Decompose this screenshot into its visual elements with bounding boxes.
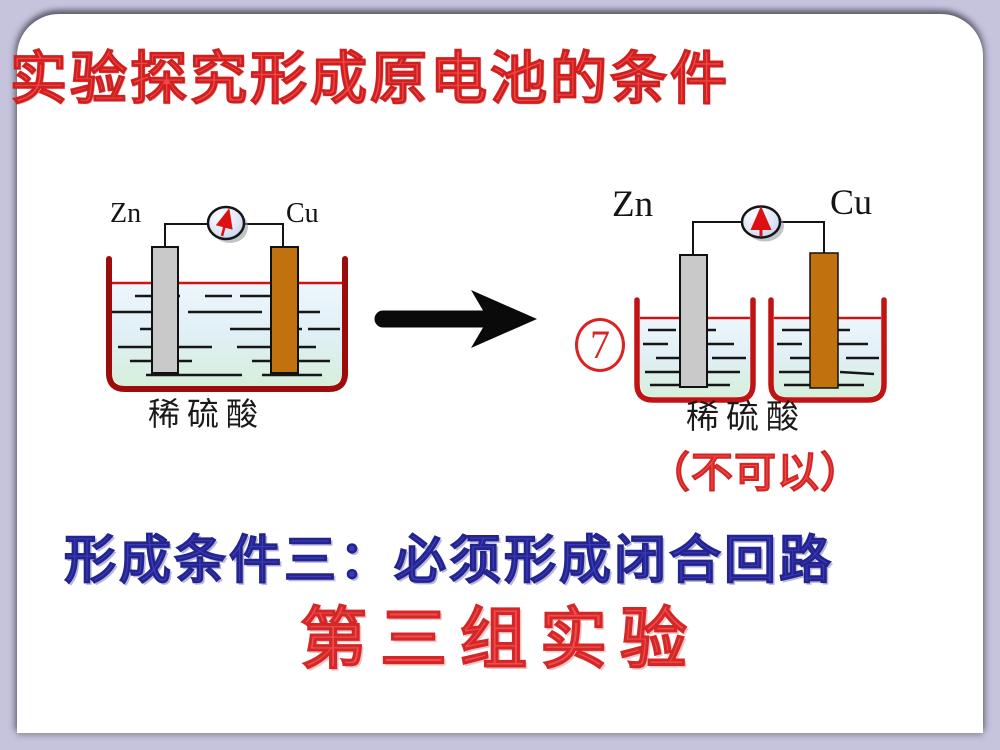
- left-zinc-label: Zn: [110, 198, 142, 229]
- right-beaker2: [768, 297, 887, 403]
- left-copper-label: Cu: [286, 198, 319, 229]
- left-copper-electrode: [270, 246, 299, 374]
- right-beaker1: [634, 297, 756, 403]
- right-copper-electrode: [809, 252, 839, 389]
- transform-arrow: [374, 290, 537, 348]
- left-solution-label: 稀硫酸: [148, 396, 266, 432]
- left-beaker: [106, 256, 348, 392]
- verdict-text: （不可以）: [648, 449, 864, 496]
- step-number: 7: [590, 322, 610, 367]
- experiment-group-title: 第三组实验: [300, 603, 700, 677]
- left-cell-diagram: [106, 205, 348, 392]
- condition-statement: 形成条件三：必须形成闭合回路: [63, 532, 835, 590]
- right-copper-label: Cu: [830, 182, 873, 222]
- right-zinc-label: Zn: [612, 184, 654, 225]
- left-meter-needle: [215, 208, 233, 237]
- right-solution-label: 稀硫酸: [686, 398, 806, 435]
- step-number-badge: 7: [575, 318, 625, 372]
- left-liquid: [112, 284, 342, 386]
- slide-title: 实验探究形成原电池的条件: [10, 48, 730, 111]
- right-cell-diagram: [634, 205, 887, 403]
- right-zinc-electrode: [679, 254, 708, 388]
- left-zinc-electrode: [151, 246, 179, 374]
